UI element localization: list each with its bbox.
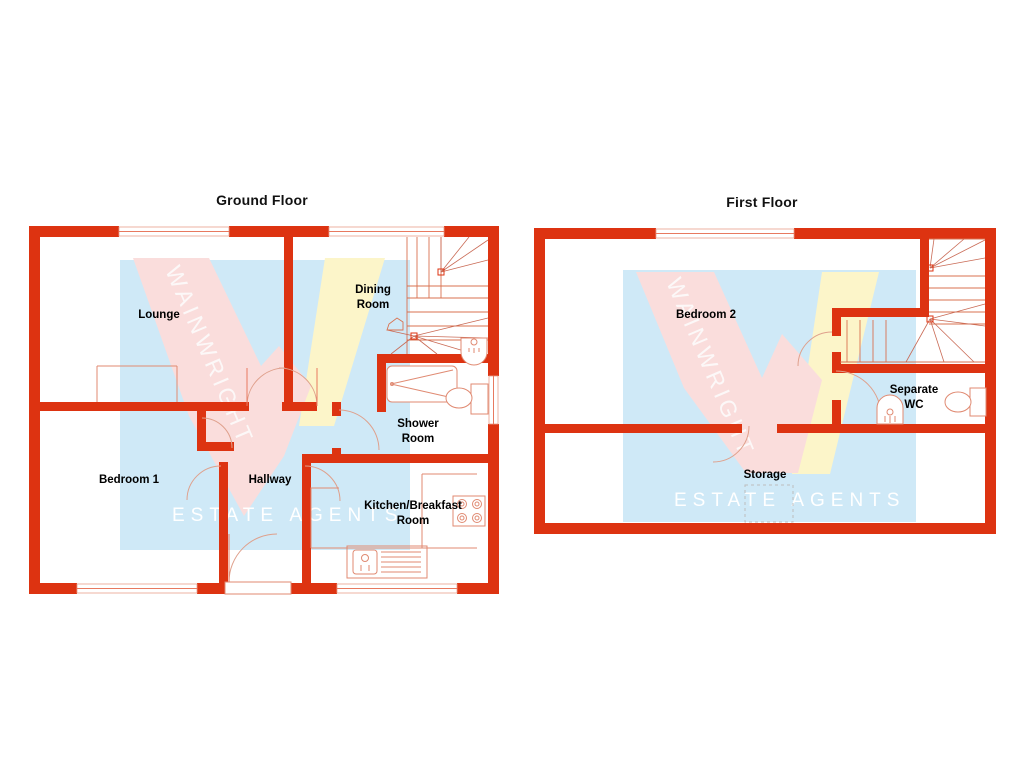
- room-label-hallway: Hallway: [249, 474, 292, 486]
- window-bedroom2: [655, 228, 795, 239]
- room-label-shower-line1: Shower: [397, 418, 439, 430]
- window-kitchen: [336, 583, 458, 594]
- ground-floor-plan: WAINWRIGHT ESTATE AGENTS: [29, 226, 499, 595]
- room-label-kitchen-line2: Room: [397, 515, 430, 527]
- room-label-shower-line2: Room: [402, 433, 435, 445]
- ground-floor-fixtures: [96, 337, 489, 579]
- wash-basin-first: [876, 394, 904, 425]
- room-label-dining-line1: Dining: [355, 284, 391, 296]
- watermark-band-yellow: [299, 258, 385, 426]
- window-lounge: [118, 226, 230, 237]
- first-floor-fixtures: [744, 387, 987, 523]
- room-label-storage: Storage: [744, 469, 787, 481]
- first-floor-title: First Floor: [726, 194, 798, 210]
- staircase-first: [840, 238, 986, 363]
- room-label-wc-line1: Separate: [890, 384, 939, 396]
- watermark-band-pink: [133, 258, 311, 516]
- loft-hatch: [744, 484, 794, 523]
- room-label-lounge: Lounge: [138, 309, 180, 321]
- ground-floor-doors: [186, 367, 380, 595]
- watermark-horizontal-first: ESTATE AGENTS: [674, 490, 905, 511]
- toilet-ground: [445, 383, 489, 415]
- room-label-kitchen-line1: Kitchen/Breakfast: [364, 500, 462, 512]
- watermark-band-pink-first: [636, 272, 822, 473]
- room-label-bedroom1: Bedroom 1: [99, 474, 160, 486]
- kitchen-sink-fixture: [346, 545, 428, 579]
- wash-basin-ground: [460, 337, 488, 366]
- toilet-first: [944, 387, 987, 417]
- window-bedroom1: [76, 583, 198, 594]
- window-shower-room: [488, 375, 499, 425]
- hob-fixture: [452, 495, 486, 527]
- ground-floor-windows: [76, 226, 499, 594]
- staircase-ground: [386, 236, 489, 355]
- first-floor-plan: WAINWRIGHT ESTATE AGENTS: [534, 228, 996, 534]
- room-label-bedroom2: Bedroom 2: [676, 309, 736, 321]
- window-dining: [328, 226, 445, 237]
- ground-floor-title: Ground Floor: [216, 192, 308, 208]
- bath-fixture: [386, 365, 458, 403]
- room-label-dining-line2: Room: [357, 299, 390, 311]
- watermark-horizontal: ESTATE AGENTS: [172, 505, 403, 526]
- room-label-wc-line2: WC: [904, 399, 923, 411]
